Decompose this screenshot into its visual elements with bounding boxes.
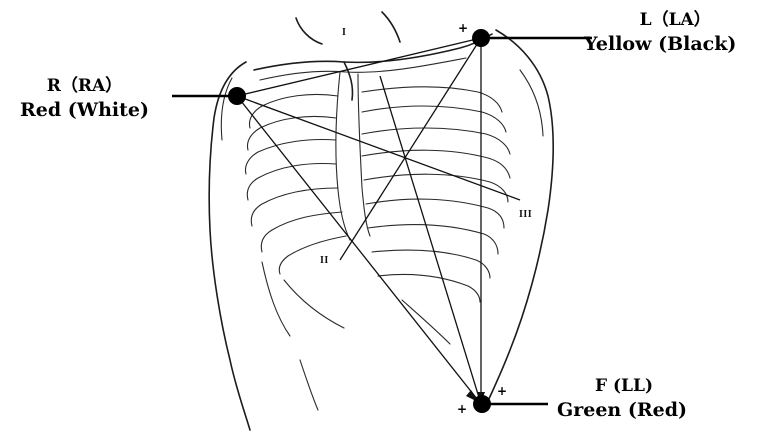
axis-line-a (340, 38, 481, 260)
la-code: L（LA） (592, 12, 736, 29)
lead-3-label: III (519, 210, 532, 220)
ra-color: Red (White) (20, 101, 149, 120)
lead-2-line (237, 96, 481, 404)
ll-color: Green (Red) (557, 401, 687, 420)
ll-label: F (LL) Green (Red) (557, 378, 687, 420)
ll-plus-sign-right: + (497, 385, 507, 397)
ra-label: R（RA） Red (White) (20, 78, 149, 120)
la-color: Yellow (Black) (584, 35, 736, 54)
ra-electrode (228, 87, 246, 105)
torso-sketch (209, 12, 553, 430)
ra-code: R（RA） (20, 78, 149, 95)
ll-electrode (473, 395, 491, 413)
lead-1-label: I (342, 28, 346, 38)
la-electrode (472, 29, 490, 47)
lead-2-label: II (320, 256, 329, 266)
einthoven-triangle (237, 36, 520, 404)
la-plus-sign: + (458, 22, 468, 34)
ll-plus-sign-left: + (457, 403, 467, 415)
la-label: L（LA） Yellow (Black) (592, 12, 736, 54)
ll-code: F (LL) (557, 378, 687, 395)
axis-line-c (380, 76, 481, 404)
